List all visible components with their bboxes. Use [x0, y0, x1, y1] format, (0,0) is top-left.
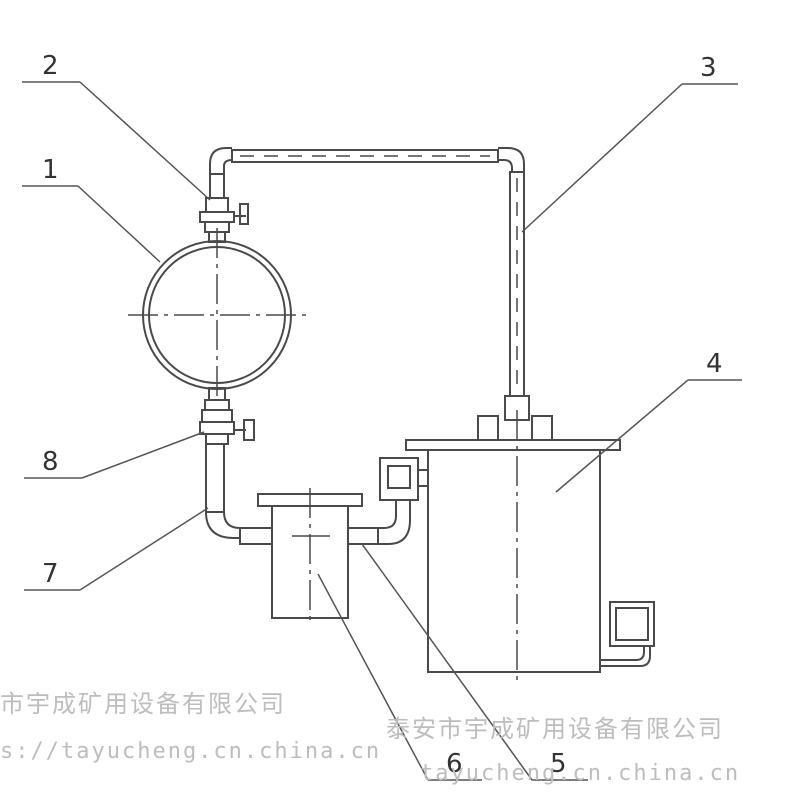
- lower-pipe: [205, 443, 241, 539]
- main-tank: [405, 410, 655, 685]
- callout-1: 1: [42, 155, 59, 185]
- top-valve: [199, 173, 249, 243]
- spherical-vessel: [128, 228, 306, 402]
- callout-7: 7: [42, 559, 59, 589]
- watermark-url-right: tayucheng.cn.china.cn: [420, 761, 740, 786]
- callout-6: 6: [446, 749, 463, 779]
- top-pipe: [209, 147, 530, 421]
- watermark-company-right: 泰安市宇成矿用设备有限公司: [386, 715, 724, 743]
- callout-5: 5: [550, 749, 567, 779]
- filter-vessel: [239, 488, 379, 625]
- bottom-valve: [199, 387, 255, 445]
- watermark-company-left: 市宇成矿用设备有限公司: [0, 690, 286, 718]
- leader-lines: [22, 81, 742, 781]
- connecting-pipe: [378, 457, 428, 545]
- callout-2: 2: [42, 51, 59, 81]
- watermark-url-left: s://tayucheng.cn.china.cn: [0, 739, 381, 764]
- callout-8: 8: [42, 447, 59, 477]
- callout-4: 4: [706, 349, 723, 379]
- callout-3: 3: [700, 53, 717, 83]
